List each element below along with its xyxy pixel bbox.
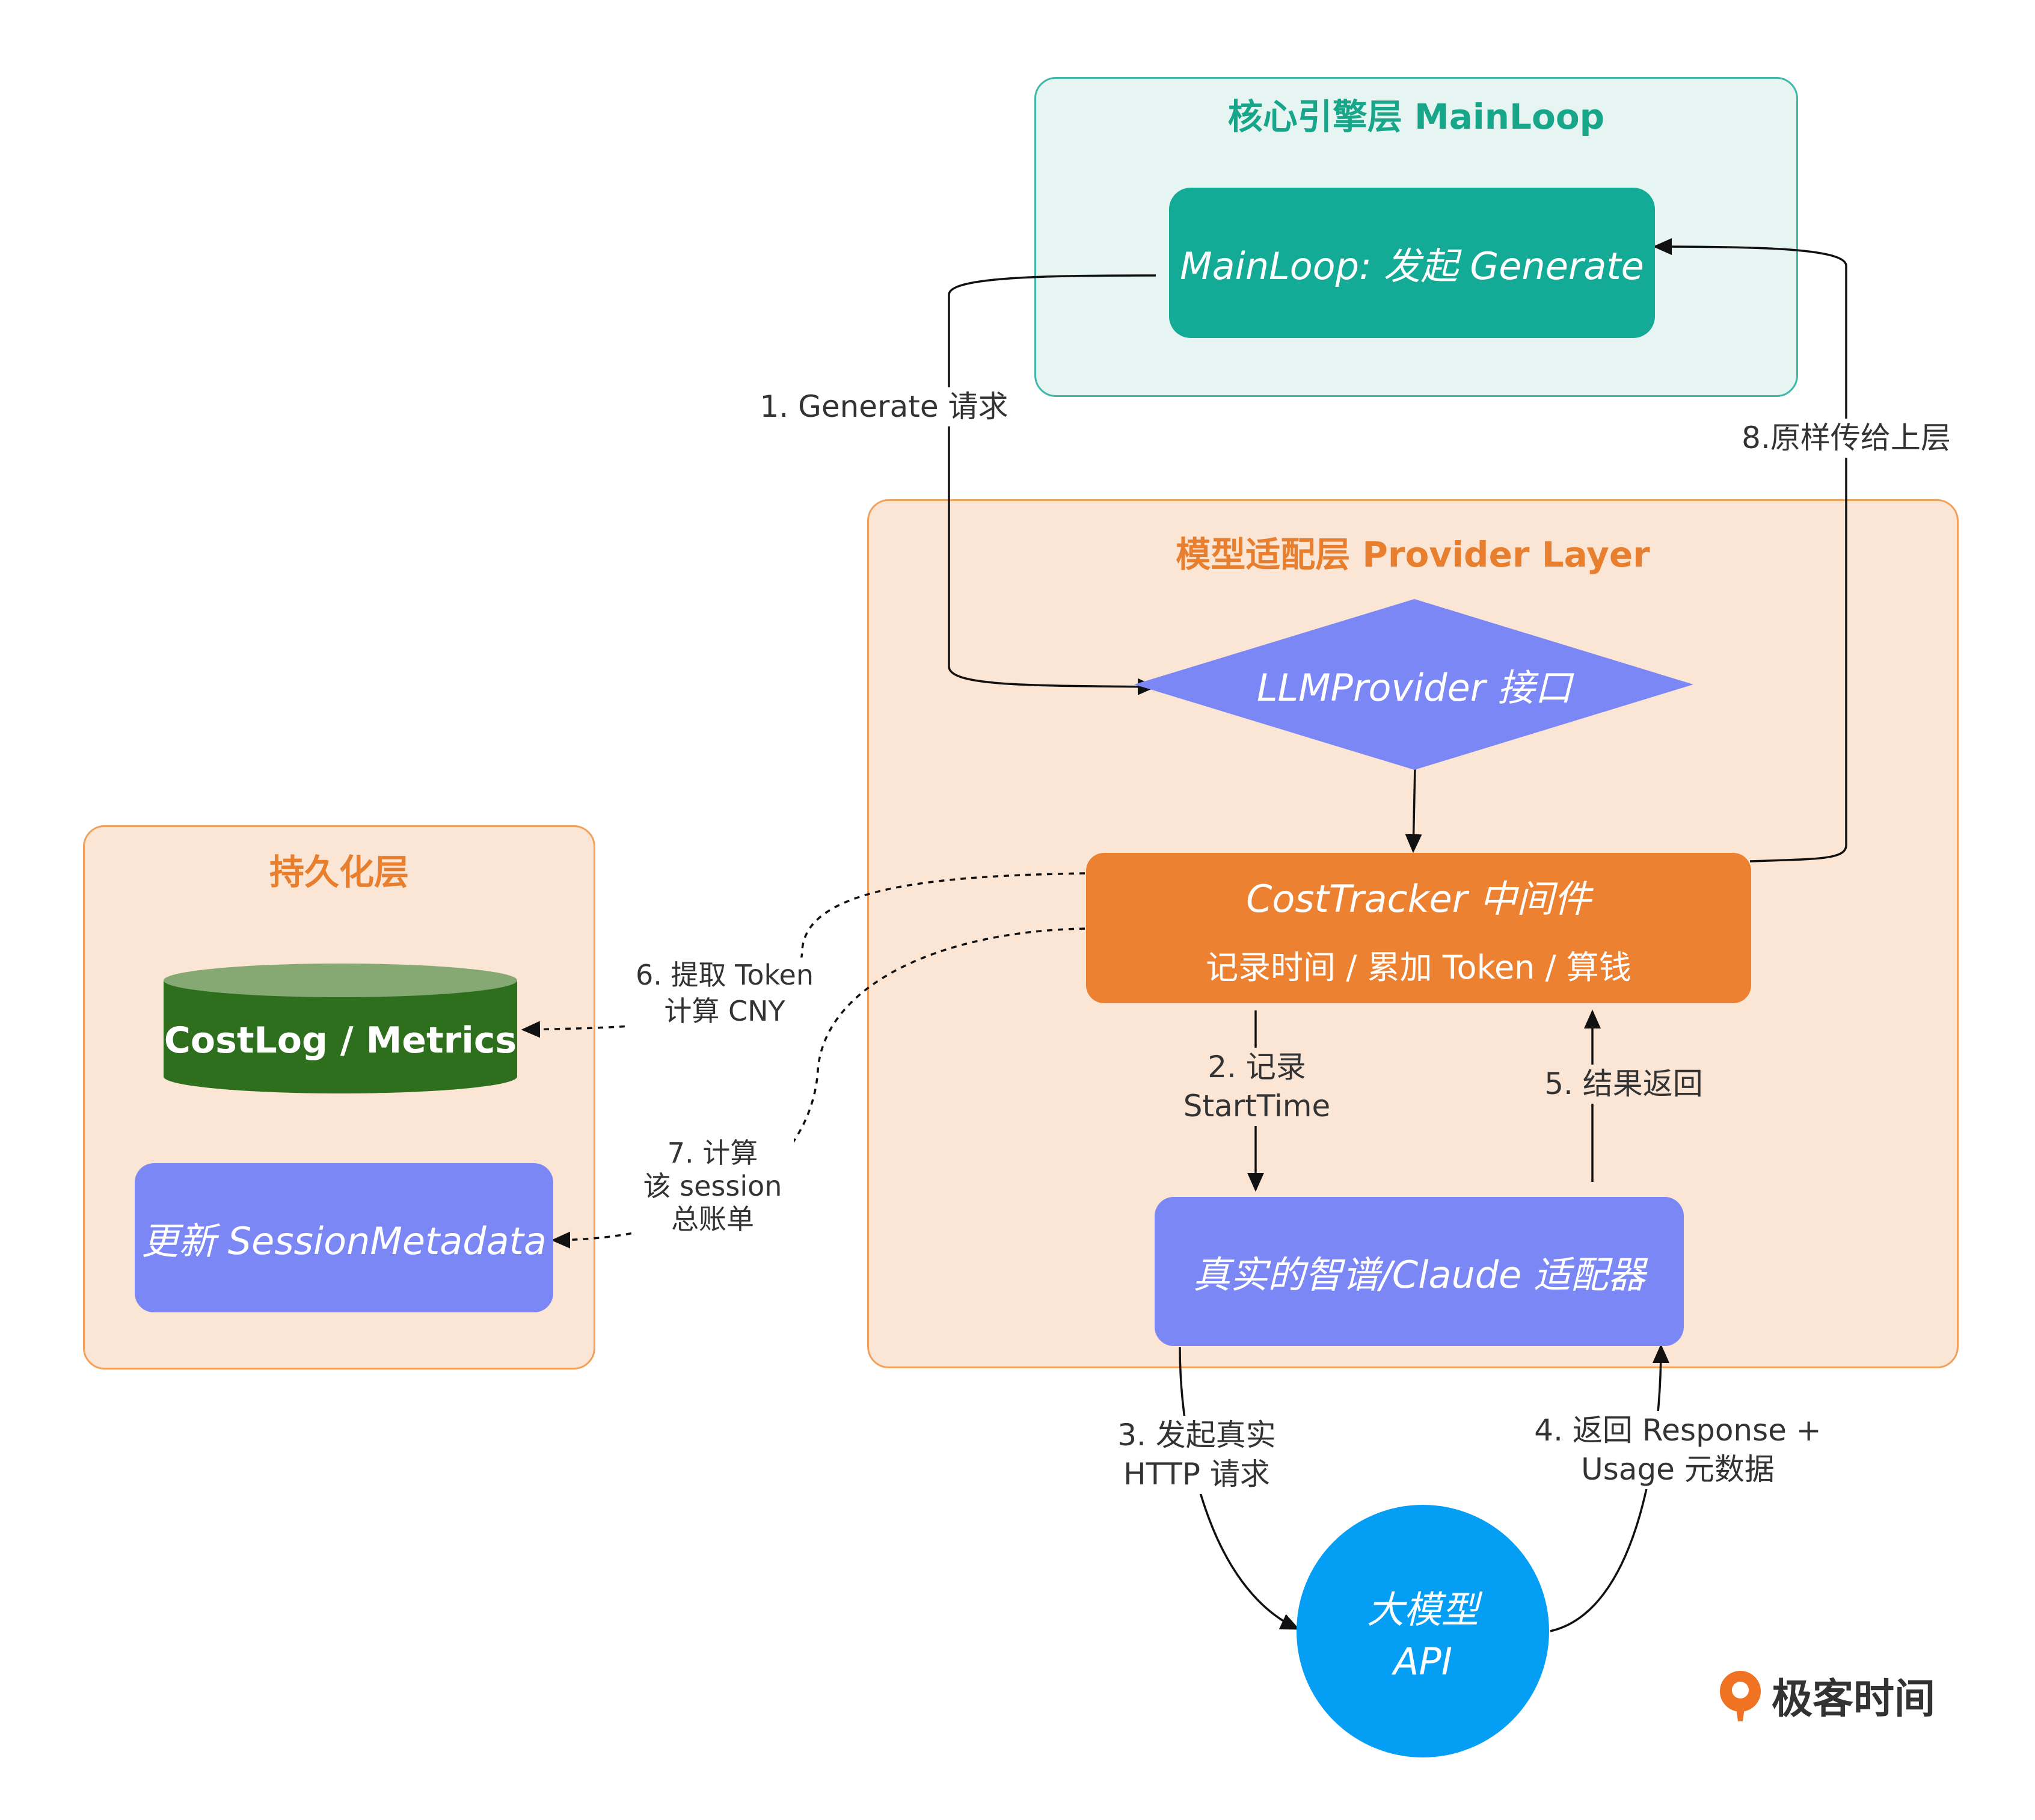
- edge-step3-line: [1179, 1347, 1300, 1630]
- edge-step8-line: [1653, 238, 1847, 862]
- llm-provider-node: LLMProvider 接口: [1134, 650, 1695, 719]
- adapter-node: 真实的智谱/Claude 适配器: [1155, 1197, 1684, 1346]
- edge-provider-to-tracker: [1405, 766, 1422, 853]
- adapter-node-label: 真实的智谱/Claude 适配器: [1193, 1253, 1645, 1297]
- watermark: 极客时间: [1715, 1664, 1950, 1726]
- api-node: 大模型 API: [1297, 1505, 1549, 1757]
- provider-layer-title: 模型适配层 Provider Layer: [1176, 534, 1650, 575]
- edge-step4-line: [1550, 1344, 1669, 1632]
- edge-step6-label: 6. 提取 Token 计算 CNY: [625, 958, 824, 1030]
- core-engine-layer: 核心引擎层 MainLoop: [1034, 77, 1798, 397]
- geektime-logo-icon: [1720, 1671, 1761, 1721]
- mainloop-node: MainLoop: 发起 Generate: [1169, 188, 1655, 338]
- session-update-node: 更新 SessionMetadata: [135, 1163, 553, 1312]
- edge-step2-label: 2. 记录 StartTime: [1155, 1048, 1359, 1126]
- cost-tracker-title: CostTracker 中间件: [1246, 876, 1591, 921]
- api-node-line2: API: [1393, 1639, 1453, 1683]
- costlog-cylinder: [164, 964, 517, 1093]
- watermark-text: 极客时间: [1772, 1675, 1936, 1723]
- edge-step4-label: 4. 返回 Response + Usage 元数据: [1503, 1411, 1852, 1489]
- edge-step5-label: 5. 结果返回: [1521, 1065, 1726, 1104]
- costlog-node: CostLog / Metrics: [164, 998, 517, 1083]
- cost-tracker-node: CostTracker 中间件 记录时间 / 累加 Token / 算钱: [1086, 853, 1751, 1003]
- session-update-node-label: 更新 SessionMetadata: [141, 1219, 547, 1263]
- edge-step7-line: [551, 927, 1085, 1249]
- llm-provider-diamond: [1134, 599, 1693, 770]
- mainloop-node-label: MainLoop: 发起 Generate: [1180, 244, 1644, 288]
- edge-step7-label: 7. 计算 该 session 总账单: [631, 1137, 794, 1237]
- persistence-layer-title: 持久化层: [269, 852, 409, 893]
- api-node-line1: 大模型: [1366, 1587, 1479, 1632]
- costlog-node-label: CostLog / Metrics: [164, 1019, 517, 1062]
- llm-provider-node-label: LLMProvider 接口: [1256, 666, 1572, 710]
- edge-step8-label: 8.原样传给上层: [1708, 419, 1984, 458]
- core-engine-layer-title: 核心引擎层 MainLoop: [1227, 96, 1605, 137]
- edge-step1-label: 1. Generate 请求: [746, 387, 1022, 426]
- edge-step1-line: [948, 274, 1157, 695]
- api-circle: [1297, 1505, 1549, 1757]
- cost-tracker-subtitle: 记录时间 / 累加 Token / 算钱: [1206, 948, 1631, 986]
- edge-step3-label: 3. 发起真实 HTTP 请求: [1070, 1416, 1323, 1494]
